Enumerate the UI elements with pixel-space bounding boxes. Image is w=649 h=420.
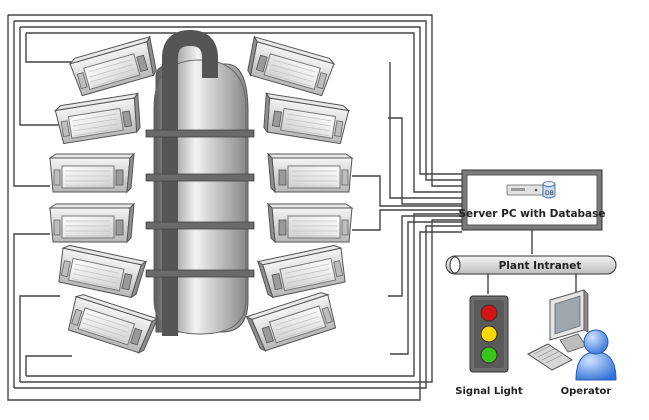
operator-icon bbox=[575, 329, 617, 381]
sensor-unit-right-6 bbox=[246, 290, 339, 354]
signal-lamp-yellow bbox=[480, 325, 498, 343]
db-badge: DB bbox=[545, 190, 554, 197]
signal-light-icon bbox=[469, 295, 509, 373]
workstation-monitor-icon bbox=[549, 289, 589, 353]
signal-light-label: Signal Light bbox=[455, 386, 523, 397]
server-label: Server PC with Database bbox=[458, 208, 605, 220]
sensor-units-left bbox=[49, 36, 161, 356]
plant-intranet-bus: Plant Intranet bbox=[445, 255, 617, 275]
sensor-unit-left-2 bbox=[54, 92, 145, 145]
intranet-label: Plant Intranet bbox=[499, 260, 582, 272]
vessel-rings bbox=[145, 129, 255, 278]
signal-lamp-red bbox=[480, 304, 498, 322]
signal-lamp-green bbox=[480, 346, 498, 364]
sensor-unit-left-5 bbox=[55, 243, 147, 300]
server-box: DB Server PC with Database bbox=[458, 169, 606, 231]
server-pc-icon bbox=[506, 184, 544, 196]
sensor-unit-right-4 bbox=[267, 203, 353, 243]
wiring bbox=[7, 14, 462, 401]
sensor-units-right bbox=[243, 36, 353, 354]
operator-workstation bbox=[527, 289, 617, 381]
sensor-unit-left-3 bbox=[49, 153, 135, 193]
sensor-unit-right-3 bbox=[267, 153, 353, 193]
reactor-vessel bbox=[145, 29, 255, 336]
sensor-unit-right-5 bbox=[257, 243, 349, 300]
sensor-unit-left-4 bbox=[49, 203, 135, 243]
sensor-unit-right-2 bbox=[259, 92, 350, 145]
keyboard-icon bbox=[527, 343, 573, 371]
sensor-unit-left-6 bbox=[65, 292, 158, 356]
database-icon: DB bbox=[542, 181, 556, 199]
sensor-unit-right-1 bbox=[243, 36, 336, 97]
operator-label: Operator bbox=[561, 386, 612, 397]
sensor-unit-left-1 bbox=[68, 36, 161, 97]
